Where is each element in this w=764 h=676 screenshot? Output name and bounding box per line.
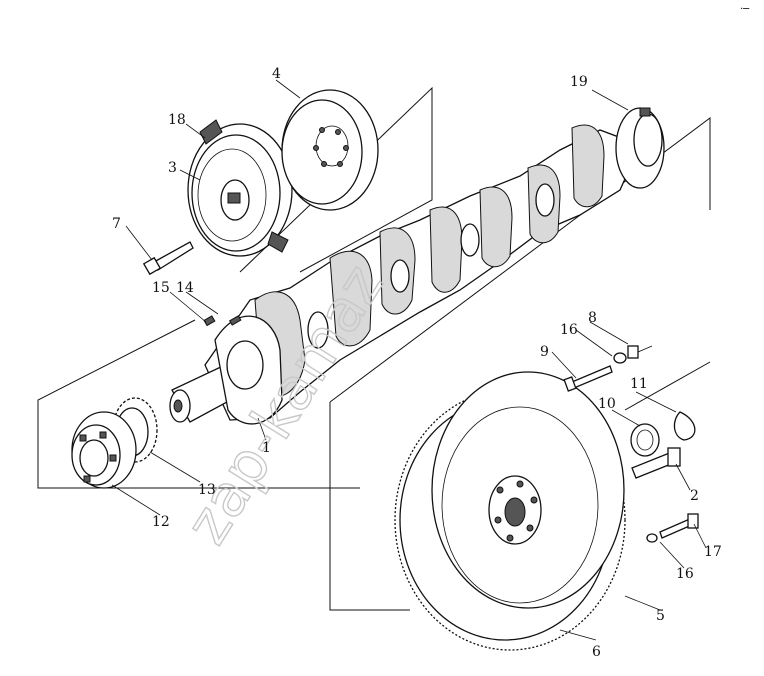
callout-4: 4 (272, 66, 281, 82)
callout-5: 5 (656, 608, 665, 624)
callout-19: 19 (570, 74, 588, 90)
callout-labels: 1 2 3 4 5 6 7 8 9 10 11 12 13 14 15 16 1… (112, 66, 722, 660)
callout-16-top: 16 (560, 322, 578, 338)
reference-frames (37, 86, 711, 611)
callout-18: 18 (168, 112, 186, 128)
callout-1: 1 (262, 440, 271, 456)
callout-10: 10 (598, 396, 616, 412)
callout-12: 12 (152, 514, 170, 530)
crankshaft-pulley (187, 119, 293, 257)
callout-2: 2 (690, 488, 699, 504)
callout-6: 6 (592, 644, 601, 660)
callout-7: 7 (112, 216, 121, 232)
flywheel (394, 371, 626, 651)
leader-lines (111, 79, 707, 641)
callout-8: 8 (588, 310, 597, 326)
pulley-bolt (142, 241, 194, 276)
callout-14: 14 (176, 280, 194, 296)
callout-16-bottom: 16 (676, 566, 694, 582)
callout-17: 17 (704, 544, 722, 560)
front-ring (71, 411, 137, 489)
callout-9: 9 (540, 344, 549, 360)
callout-13: 13 (198, 482, 216, 498)
torsional-vibration-damper (281, 89, 379, 211)
callout-15: 15 (152, 280, 170, 296)
callout-3: 3 (168, 160, 177, 176)
corner-mark: ·─ (740, 4, 750, 15)
fasteners (563, 345, 699, 543)
crankshaft (169, 107, 665, 425)
callout-11: 11 (630, 376, 648, 392)
